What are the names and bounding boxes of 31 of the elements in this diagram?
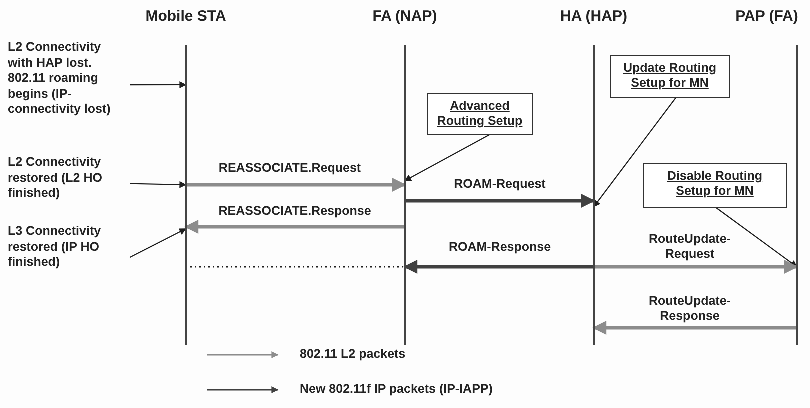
edge-label: ROAM-Request <box>453 177 547 192</box>
edge-label: ROAM-Response <box>448 240 552 255</box>
message-arrow <box>405 194 596 208</box>
pointer-arrow <box>404 134 490 182</box>
pointer-arrow <box>594 98 676 208</box>
participant-label: HA (HAP) <box>560 8 628 25</box>
note-text: L2 Connectivity restored (L2 HO finished) <box>8 155 130 203</box>
note-box: Update Routing Setup for MN <box>610 55 730 98</box>
edge-label: REASSOCIATE.Request <box>218 161 362 176</box>
note-text: L2 Connectivity with HAP lost. 802.11 roaming begins (IP-connectivity lost) <box>8 40 130 122</box>
message-arrow <box>594 260 798 274</box>
legend-text: 802.11 L2 packets <box>300 347 406 362</box>
participant-label: PAP (FA) <box>736 8 798 25</box>
participant-label: FA (NAP) <box>372 8 438 25</box>
edge-label: RouteUpdate-Response <box>648 294 732 324</box>
note-box: Disable Routing Setup for MN <box>643 163 787 208</box>
note-text: L3 Connectivity restored (IP HO finished) <box>8 224 130 272</box>
message-arrow <box>186 178 406 192</box>
pointer-arrow <box>130 228 187 258</box>
message-arrow <box>184 220 405 234</box>
pointer-arrow <box>130 82 187 88</box>
legend-text: New 802.11f IP packets (IP-IAPP) <box>300 382 493 397</box>
participant-label: Mobile STA <box>146 8 226 25</box>
note-box: Advanced Routing Setup <box>427 93 533 135</box>
pointer-arrow <box>130 181 187 188</box>
message-arrow <box>592 321 797 335</box>
edge-label: RouteUpdate-Request <box>648 232 732 262</box>
dotted-line <box>186 266 405 268</box>
pointer-arrow <box>716 208 798 268</box>
edge-label: REASSOCIATE.Response <box>218 204 372 219</box>
message-arrow <box>404 260 594 274</box>
